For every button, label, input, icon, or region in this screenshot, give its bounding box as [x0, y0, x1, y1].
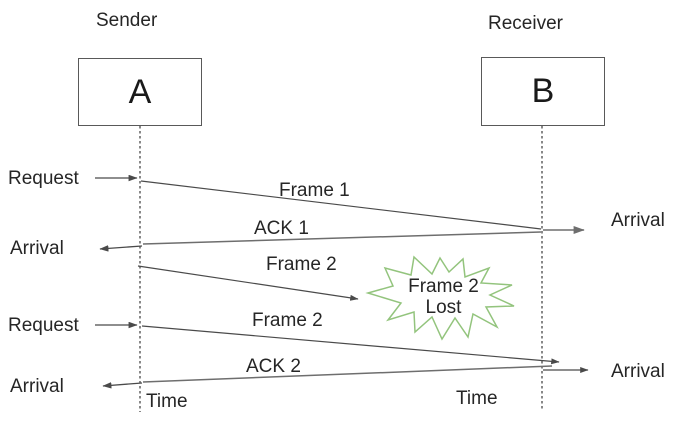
arrival-right-1-label: Arrival [611, 210, 665, 231]
request-2-label: Request [8, 315, 79, 336]
arrival-left-1-label: Arrival [10, 238, 64, 259]
ack-2-label: ACK 2 [246, 356, 301, 377]
time-label-right: Time [456, 388, 498, 409]
frame-2-retry-label: Frame 2 [252, 310, 323, 331]
time-label-left: Time [146, 391, 188, 412]
lost-starburst-shape [365, 255, 515, 341]
lost-callout-line1: Frame 2 [408, 276, 479, 297]
arrival-left-2-label: Arrival [10, 376, 64, 397]
lost-callout-line2: Lost [425, 297, 462, 318]
receiver-title: Receiver [488, 13, 563, 34]
sender-title: Sender [96, 10, 158, 31]
lost-callout: Frame 2 Lost [395, 276, 492, 318]
arrival-left-1-arrow [99, 245, 143, 252]
ack-2-line [142, 365, 553, 383]
frame-2-retry-line [141, 325, 560, 365]
frame-2-first-label: Frame 2 [266, 254, 337, 275]
ack-1-line [142, 231, 542, 245]
frame-1-label: Frame 1 [279, 180, 350, 201]
arrival-left-2-arrow [102, 382, 143, 389]
sender-node-box: A [78, 58, 202, 126]
ack-1-label: ACK 1 [254, 218, 309, 239]
receiver-node-box: B [481, 57, 605, 126]
frame-2-lost-line [137, 265, 359, 301]
arrival-right-2-label: Arrival [611, 361, 665, 382]
sender-node-label: A [128, 72, 152, 111]
request-1-label: Request [8, 168, 79, 189]
frame-1-line [140, 180, 542, 230]
receiver-node-label: B [531, 72, 555, 110]
